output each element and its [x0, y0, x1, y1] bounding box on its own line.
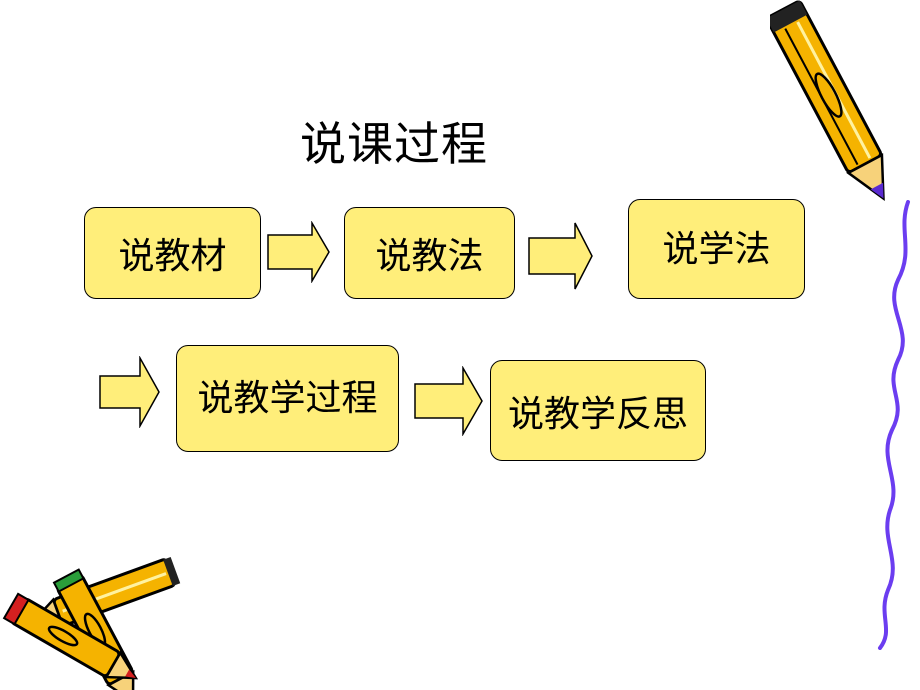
step-box-2: 说教法: [344, 207, 515, 299]
page-title: 说课过程: [300, 117, 488, 171]
arrow-2: [528, 222, 593, 290]
step-box-4: 说教学过程: [176, 345, 399, 452]
squiggle-line-icon: [878, 200, 910, 650]
pencils-icon: [2, 556, 181, 690]
step-box-3: 说学法: [628, 199, 805, 299]
pencil-icon: [770, 0, 885, 201]
arrow-4: [414, 366, 483, 436]
step-box-1: 说教材: [84, 207, 261, 299]
arrow-3: [99, 356, 160, 428]
arrow-1: [267, 221, 330, 283]
step-box-5: 说教学反思: [490, 360, 706, 461]
